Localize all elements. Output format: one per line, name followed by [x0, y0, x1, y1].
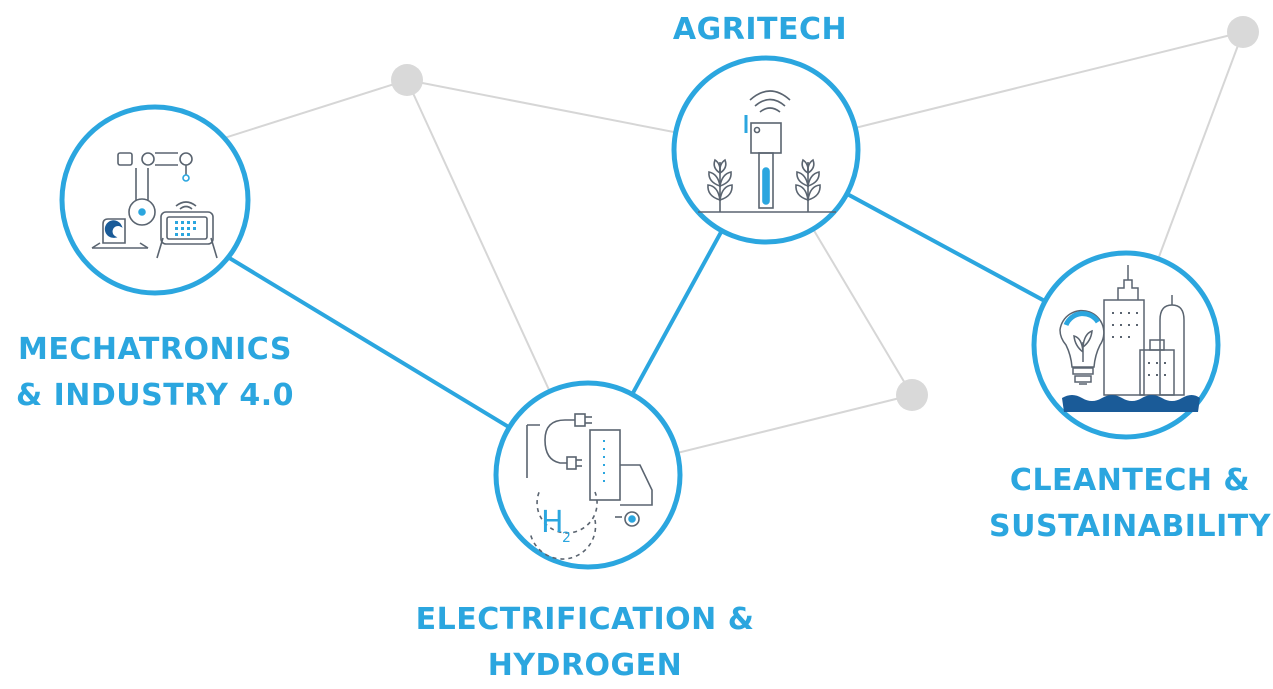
mechatronics-label-line1: MECHATRONICS	[18, 332, 292, 367]
electrification-label-line1: ELECTRIFICATION &	[415, 602, 755, 637]
mechatronics-label-line2: & INDUSTRY 4.0	[16, 378, 294, 413]
mechatronics-label: MECHATRONICS & INDUSTRY 4.0	[0, 327, 310, 419]
agritech-label-line1: AGRITECH	[672, 12, 848, 47]
mechatronics-circle	[59, 104, 251, 296]
cleantech-label: CLEANTECH & SUSTAINABILITY	[985, 458, 1273, 550]
network-node	[1227, 16, 1259, 48]
network-node	[391, 64, 423, 96]
cleantech-label-line1: CLEANTECH &	[1009, 463, 1251, 498]
network-node	[896, 379, 928, 411]
electrification-node: H 2	[493, 380, 683, 570]
agritech-label: AGRITECH	[560, 7, 960, 53]
h2-subscript: 2	[562, 530, 571, 546]
cleantech-node	[1031, 250, 1221, 440]
network-diagram: H 2	[59, 16, 1259, 570]
electrification-label: ELECTRIFICATION & HYDROGEN	[385, 597, 785, 689]
city-bulb-water-icon	[1059, 265, 1185, 396]
h2-symbol: H	[541, 505, 564, 540]
plug-truck-hydrogen-icon	[526, 413, 653, 560]
agritech-circle	[671, 55, 861, 245]
agritech-node	[671, 55, 861, 245]
cleantech-label-line2: SUSTAINABILITY	[989, 509, 1271, 544]
electrification-label-line2: HYDROGEN	[487, 648, 683, 683]
mechatronics-node	[59, 104, 251, 296]
water-waves	[1062, 395, 1200, 412]
soil-sensor-plants-icon	[698, 90, 836, 213]
electrification-circle	[493, 380, 683, 570]
robot-arm-tablet-icon	[91, 152, 218, 259]
